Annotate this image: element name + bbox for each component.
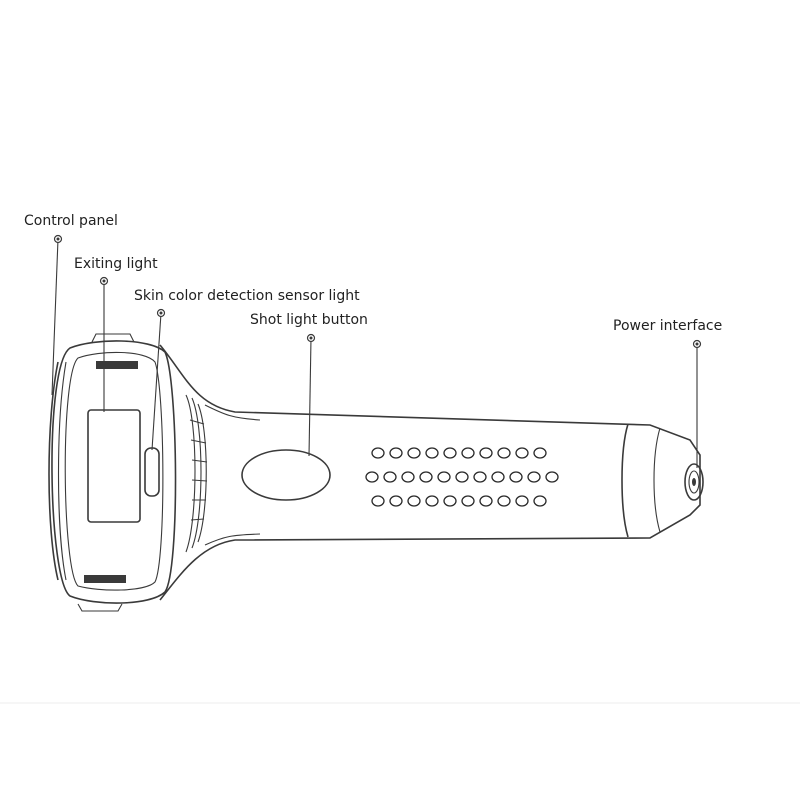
vent-holes [365,447,559,507]
vent-hole [425,447,439,459]
power-socket [684,463,704,501]
vent-hole [461,495,475,507]
label-skin-sensor: Skin color detection sensor light [134,288,360,304]
vent-hole [389,495,403,507]
vent-hole [491,471,505,483]
head-bottom-clip [77,603,123,612]
vent-hole [401,471,415,483]
vent-hole [419,471,433,483]
vent-hole [497,495,511,507]
handle-inner-line-bottom [204,533,261,546]
vent-hole [497,447,511,459]
vent-hole [443,495,457,507]
callout-power-interface: Power interface [613,318,722,468]
device-head-inner [64,351,164,591]
vent-hole [365,471,379,483]
tip-divider [621,423,629,538]
vent-hole [425,495,439,507]
vent-hole [383,471,397,483]
vent-hole [515,447,529,459]
ipl-device [48,333,704,612]
vent-hole [527,471,541,483]
label-shot-button: Shot light button [250,312,368,328]
callout-skin-sensor: Skin color detection sensor light [134,288,360,451]
callout-control-panel: Control panel [24,213,118,396]
tip-cone-edge [653,427,661,533]
vent-hole [515,495,529,507]
head-top-clip [91,333,135,343]
control-panel-face-inner [57,361,67,581]
head-grill-bottom [84,575,126,583]
label-power-interface: Power interface [613,318,722,334]
skin-sensor-slot [144,447,160,497]
vent-hole [407,495,421,507]
vent-hole [437,471,451,483]
vent-hole [455,471,469,483]
label-control-panel: Control panel [24,213,118,229]
exiting-light-window [87,409,141,523]
head-grill-top [96,361,138,369]
shot-light-button [241,449,331,501]
vent-hole [443,447,457,459]
handle-inner-line [204,404,261,421]
vent-hole [473,471,487,483]
side-vent [185,394,208,553]
device-head-outer [51,340,177,604]
vent-hole [461,447,475,459]
vent-hole [371,447,385,459]
vent-hole [533,495,547,507]
vent-hole [371,495,385,507]
vent-hole [389,447,403,459]
vent-hole [533,447,547,459]
callout-shot-button: Shot light button [250,312,368,457]
vent-hole [545,471,559,483]
device-handle-outline [159,344,701,601]
control-panel-face [48,361,59,581]
callout-exiting-light: Exiting light [74,256,158,412]
vent-hole [479,447,493,459]
vent-hole [509,471,523,483]
label-exiting-light: Exiting light [74,256,158,272]
vent-hole [479,495,493,507]
vent-hole [407,447,421,459]
